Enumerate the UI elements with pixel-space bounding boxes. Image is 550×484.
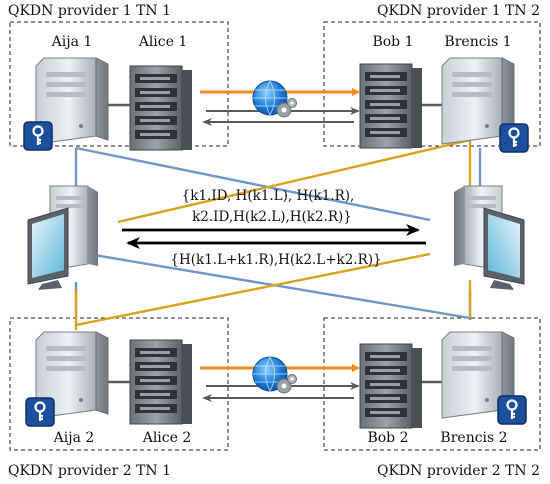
gold-links [74, 138, 472, 330]
provider-box-tl [9, 21, 229, 147]
rack-server-icon [359, 343, 423, 429]
provider-label-bl: QKDN provider 2 TN 1 [8, 463, 171, 479]
provider-box-tr [323, 21, 541, 147]
provider-box-bl [9, 317, 229, 451]
node-label-alice2: Alice 2 [142, 430, 192, 446]
message-text-2: k2.ID,H(k2.L),H(k2.R)} [192, 209, 352, 225]
node-label-bob2: Bob 2 [367, 430, 408, 446]
desktop-computer-icon [453, 185, 525, 291]
key-icon [24, 396, 56, 428]
node-label-aija2: Aija 2 [53, 430, 95, 446]
node-label-aija1: Aija 1 [51, 34, 93, 50]
node-label-brencis2: Brencis 2 [440, 430, 507, 446]
network-globe-icon [252, 356, 297, 394]
rack-server-icon [129, 65, 193, 151]
rack-server-icon [129, 339, 193, 425]
message-text-3: {H(k1.L+k1.R),H(k2.L+k2.R)} [170, 252, 381, 268]
rack-server-icon [359, 63, 423, 149]
network-globe-icon [252, 80, 297, 118]
key-icon [498, 122, 530, 154]
provider-box-br [323, 317, 541, 451]
provider-label-tr: QKDN provider 1 TN 2 [377, 3, 540, 19]
message-text-1: {k1.ID, H(k1.L), H(k1.R), [182, 188, 355, 204]
key-icon [22, 120, 54, 152]
provider-label-br: QKDN provider 2 TN 2 [377, 463, 540, 479]
key-icon [496, 394, 528, 426]
node-label-brencis1: Brencis 1 [444, 34, 511, 50]
desktop-computer-icon [27, 185, 99, 291]
node-label-bob1: Bob 1 [372, 34, 413, 50]
provider-label-tl: QKDN provider 1 TN 1 [8, 3, 171, 19]
node-label-alice1: Alice 1 [138, 34, 188, 50]
blue-links [74, 146, 482, 320]
